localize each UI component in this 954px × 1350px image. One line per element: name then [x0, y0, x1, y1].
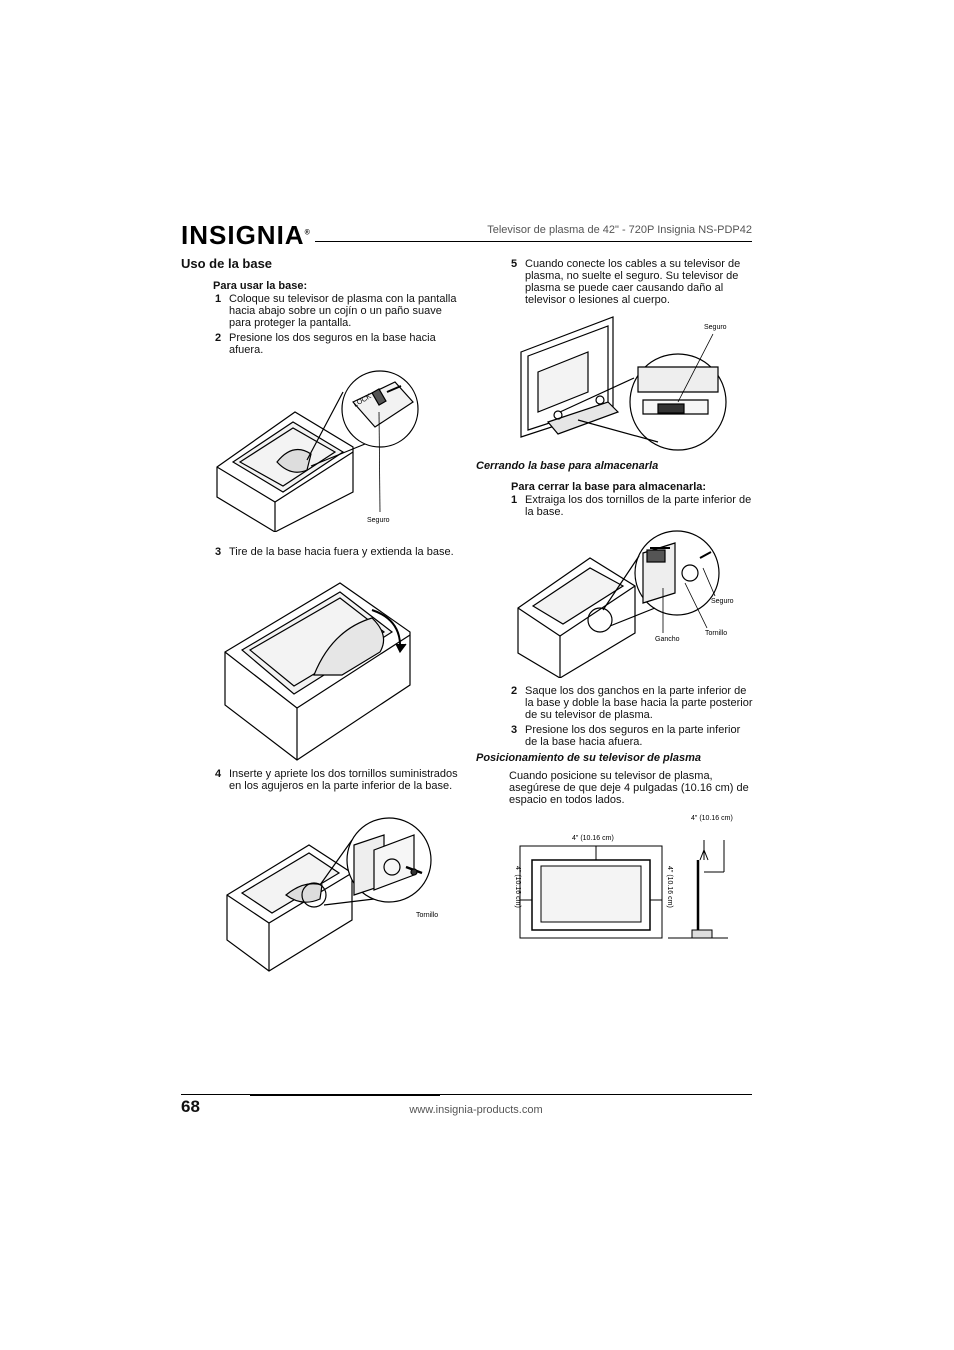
step-1: 1 Coloque su televisor de plasma con la … — [215, 293, 457, 329]
seguro-label-3: Seguro — [711, 598, 734, 605]
figure-extend-base — [224, 582, 411, 761]
step-5: 5 Cuando conecte los cables a su televis… — [511, 258, 741, 306]
clearance-side-label: 4" (10.16 cm) — [691, 815, 733, 822]
header-rule — [315, 241, 752, 242]
footer-rule — [181, 1094, 752, 1095]
seguro-label-1: Seguro — [367, 517, 390, 524]
position-text: Cuando posicione su televisor de plasma,… — [509, 770, 749, 806]
figure-press-latches: LOCK Seguro — [216, 370, 419, 532]
figure-insert-screws: Tornillo — [226, 817, 438, 972]
insignia-logo: INSIGNIA® — [181, 220, 311, 250]
subhead-usar-base: Para usar la base: — [213, 280, 308, 292]
tornillo-label-2: Tornillo — [705, 630, 727, 637]
page-number: 68 — [181, 1097, 200, 1116]
footer-rule-accent — [250, 1094, 440, 1096]
step-4: 4 Inserte y apriete los dos tornillos su… — [215, 768, 458, 792]
gancho-label: Gancho — [655, 636, 680, 643]
footer-url[interactable]: www.insignia-products.com — [409, 1104, 543, 1116]
clearance-left-label: 4" (10.16 cm) — [514, 866, 521, 908]
header-title: Televisor de plasma de 42" - 720P Insign… — [487, 224, 752, 236]
clearance-top-label: 4" (10.16 cm) — [572, 835, 614, 842]
subhead-posicionamiento: Posicionamiento de su televisor de plasm… — [476, 752, 701, 764]
section-title: Uso de la base — [181, 256, 273, 271]
seguro-label-2: Seguro — [704, 324, 727, 331]
closing-step-2: 2 Saque los dos ganchos en la parte infe… — [511, 685, 753, 721]
figure-latch-seguro: Seguro — [520, 316, 727, 451]
clearance-right-label: 4" (10.16 cm) — [666, 866, 673, 908]
closing-step-1: 1 Extraiga los dos tornillos de la parte… — [511, 494, 752, 518]
figure-clearance: 4" (10.16 cm) 4" (10.16 cm) 4" (10.16 cm… — [514, 815, 733, 939]
step-3: 3 Tire de la base hacia fuera y extienda… — [215, 546, 454, 558]
tornillo-label-1: Tornillo — [416, 912, 438, 919]
subhead-cerrar-pasos: Para cerrar la base para almacenarla: — [511, 481, 707, 493]
subhead-cerrando: Cerrando la base para almacenarla — [476, 460, 659, 472]
closing-step-3: 3 Presione los dos seguros en la parte i… — [511, 724, 741, 748]
step-2: 2 Presione los dos seguros en la base ha… — [215, 332, 436, 356]
figure-hooks-screws: Seguro Gancho Tornillo — [517, 530, 734, 678]
